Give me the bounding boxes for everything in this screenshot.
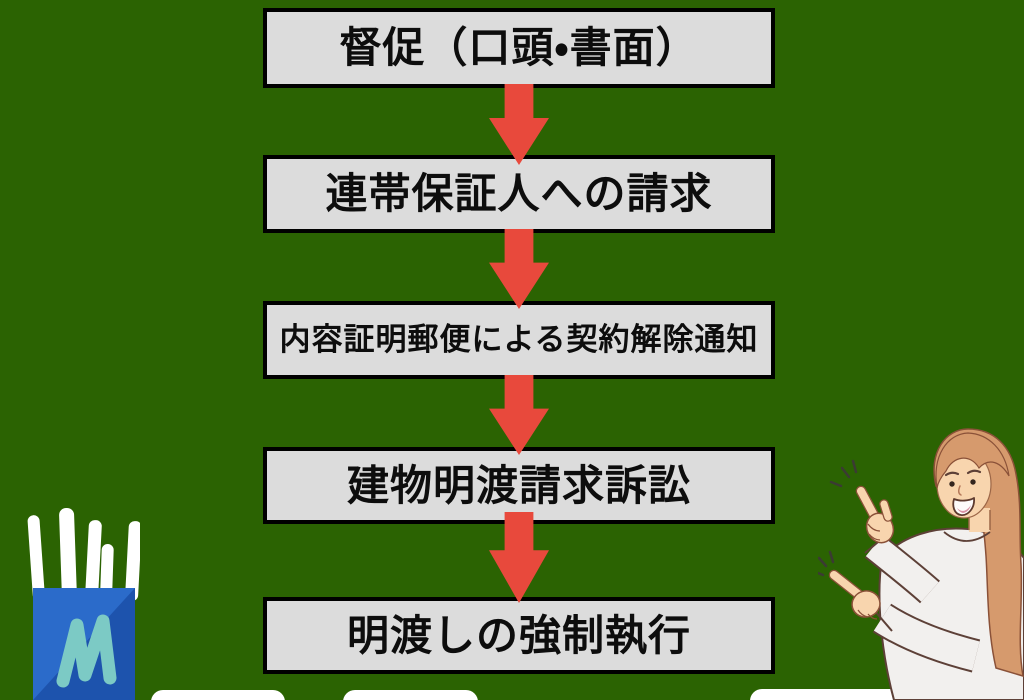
flow-step-4-label: 建物明渡請求訴訟 bbox=[346, 460, 691, 510]
flow-step-3-label: 内容証明郵便による契約解除通知 bbox=[279, 321, 759, 358]
pointing-woman-icon bbox=[818, 428, 1024, 700]
down-arrow-icon bbox=[489, 229, 549, 309]
down-arrow-icon bbox=[489, 375, 549, 455]
flow-step-2-label: 連帯保証人への請求 bbox=[325, 169, 713, 218]
bottom-tab bbox=[151, 690, 285, 700]
down-arrow-icon bbox=[489, 84, 549, 165]
flow-step-2-box: 連帯保証人への請求 bbox=[263, 155, 775, 233]
flow-step-1-label: 督促（口頭・書面） bbox=[339, 23, 699, 72]
flow-step-5-box: 明渡しの強制執行 bbox=[263, 597, 775, 674]
bottom-tab bbox=[750, 689, 903, 700]
down-arrow-icon bbox=[489, 512, 549, 603]
flow-step-3-box: 内容証明郵便による契約解除通知 bbox=[263, 301, 775, 379]
pen-holder-icon bbox=[27, 508, 140, 700]
flow-step-1-box: 督促（口頭・書面） bbox=[263, 8, 775, 88]
flow-step-5-label: 明渡しの強制執行 bbox=[346, 610, 691, 660]
bottom-tab bbox=[343, 690, 478, 700]
